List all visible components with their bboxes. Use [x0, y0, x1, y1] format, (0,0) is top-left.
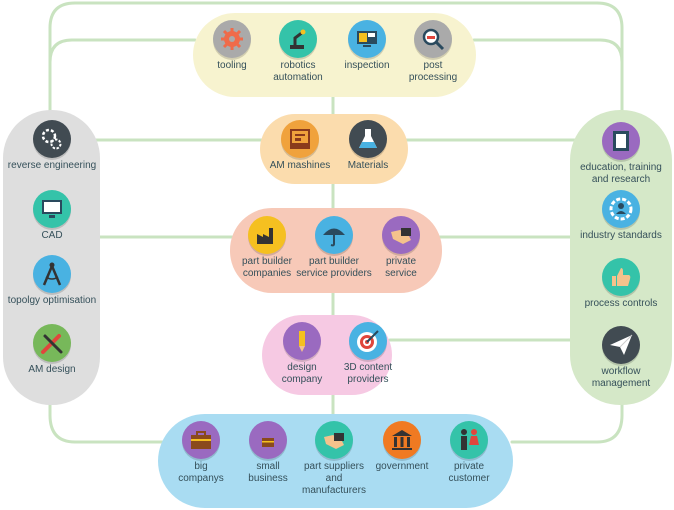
briefcase-small-icon — [255, 427, 281, 453]
factory-icon — [254, 222, 280, 248]
icon-circle — [248, 216, 286, 254]
icon-circle — [450, 421, 488, 459]
node-materials[interactable]: Materials — [323, 120, 413, 172]
robot-arm-icon — [285, 26, 311, 52]
node-am-design[interactable]: AM design — [7, 324, 97, 376]
node-label: CAD — [41, 230, 63, 241]
icon-circle — [382, 216, 420, 254]
printer-icon — [287, 126, 313, 152]
computer-monitor-icon — [39, 196, 65, 222]
node-topology-optimisation[interactable]: topolgy optimisation — [2, 255, 102, 307]
node-label: Materials — [347, 160, 389, 171]
node-reverse-engineering[interactable]: reverse engineering — [2, 120, 102, 172]
briefcase-icon — [188, 427, 214, 453]
icon-circle — [349, 322, 387, 360]
icon-circle — [281, 120, 319, 158]
node-tooling[interactable]: tooling — [187, 20, 277, 72]
compass-icon — [39, 261, 65, 287]
gear-person-icon — [608, 196, 634, 222]
gears-icon — [39, 126, 65, 152]
icon-circle — [602, 258, 640, 296]
icon-circle — [213, 20, 251, 58]
icon-circle — [279, 20, 317, 58]
handshake-icon — [321, 427, 347, 453]
node-industry-standards[interactable]: industry standards — [571, 190, 671, 242]
node-am-machines[interactable]: AM mashines — [255, 120, 345, 172]
magnifier-icon — [420, 26, 446, 52]
icon-circle — [315, 421, 353, 459]
book-icon — [608, 128, 634, 154]
node-label: process controls — [584, 298, 658, 309]
node-label: government — [375, 461, 429, 472]
handshake-icon — [388, 222, 414, 248]
people-icon — [456, 427, 482, 453]
node-government[interactable]: government — [357, 421, 447, 473]
thumbs-up-icon — [608, 264, 634, 290]
government-building-icon — [389, 427, 415, 453]
icon-circle — [33, 324, 71, 362]
icon-circle — [249, 421, 287, 459]
pencil-icon — [289, 328, 315, 354]
tools-icon — [39, 330, 65, 356]
icon-circle — [414, 20, 452, 58]
node-cad[interactable]: CAD — [7, 190, 97, 242]
paper-plane-icon — [608, 332, 634, 358]
node-label: reverse engineering — [7, 160, 97, 171]
icon-circle — [602, 190, 640, 228]
node-label: topolgy optimisation — [7, 295, 97, 306]
umbrella-icon — [321, 222, 347, 248]
node-label: inspection — [344, 60, 390, 71]
icon-circle — [383, 421, 421, 459]
flask-icon — [355, 126, 381, 152]
node-process-controls[interactable]: process controls — [576, 258, 666, 310]
gear-icon — [219, 26, 245, 52]
icon-circle — [349, 120, 387, 158]
icon-circle — [33, 120, 71, 158]
icon-circle — [283, 322, 321, 360]
node-label: tooling — [217, 60, 247, 71]
node-label: AM design — [28, 364, 76, 375]
node-inspection[interactable]: inspection — [322, 20, 412, 72]
icon-circle — [602, 122, 640, 160]
node-label: AM mashines — [269, 160, 331, 171]
icon-circle — [33, 255, 71, 293]
icon-circle — [182, 421, 220, 459]
target-icon — [355, 328, 381, 354]
icon-circle — [33, 190, 71, 228]
icon-circle — [315, 216, 353, 254]
node-label: industry standards — [580, 230, 662, 241]
monitor-icon — [354, 26, 380, 52]
icon-circle — [602, 326, 640, 364]
icon-circle — [348, 20, 386, 58]
